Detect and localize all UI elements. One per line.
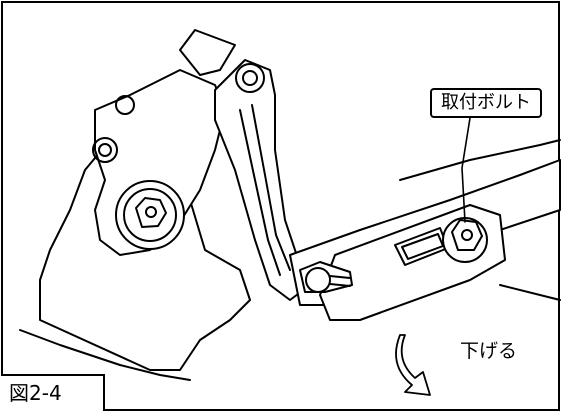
top-tab	[179, 29, 236, 76]
pivot-thread	[329, 275, 351, 287]
right-beam	[399, 139, 561, 181]
left-bolt-tip	[145, 206, 157, 218]
top-pivot	[235, 63, 265, 93]
mounting-bolt-callout: 取付ボルト	[430, 88, 542, 118]
left-nut	[135, 197, 167, 228]
pivot-nut	[305, 267, 331, 293]
bracket-hole-3	[115, 95, 135, 115]
top-pivot-inner	[242, 70, 258, 86]
lower-edge	[19, 329, 191, 381]
figure-number-label: 図2-4	[1, 374, 105, 411]
left-washer-inner	[123, 188, 177, 242]
down-arrow	[395, 334, 431, 396]
right-beam-lower	[499, 284, 561, 301]
rod-groove-2	[251, 104, 291, 271]
right-bolt-tip	[461, 229, 473, 241]
callout-leader	[461, 117, 471, 223]
bracket-hole-2	[98, 143, 112, 157]
right-nut	[451, 219, 483, 251]
bracket-hole-1	[92, 137, 118, 163]
lower-direction-label: 下げる	[460, 340, 518, 362]
rod-groove	[239, 109, 281, 276]
